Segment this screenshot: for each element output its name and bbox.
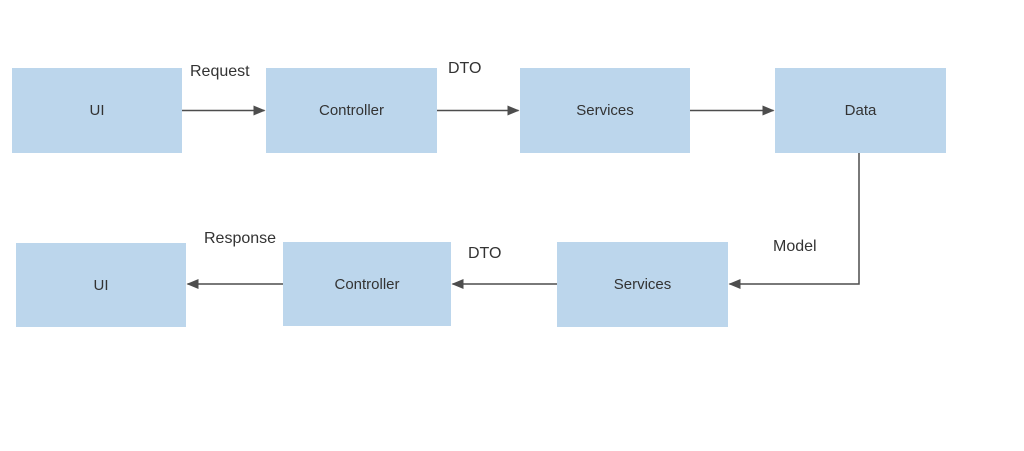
edge-label-dto-request: DTO — [448, 60, 482, 77]
box-controller-top: Controller — [266, 68, 437, 153]
edge-label-model: Model — [773, 238, 817, 255]
edge-label-response: Response — [204, 230, 277, 247]
box-data: Data — [775, 68, 946, 153]
box-controller-bottom: Controller — [283, 242, 451, 326]
edge-label-request: Request — [190, 63, 250, 80]
box-ui-top: UI — [12, 68, 182, 153]
box-services-bottom: Services — [557, 242, 728, 327]
arrow-data-to-services — [728, 153, 860, 289]
edge-label-dto-response: DTO — [468, 245, 502, 262]
box-services-top: Services — [520, 68, 690, 153]
box-ui-bottom: UI — [16, 243, 186, 327]
